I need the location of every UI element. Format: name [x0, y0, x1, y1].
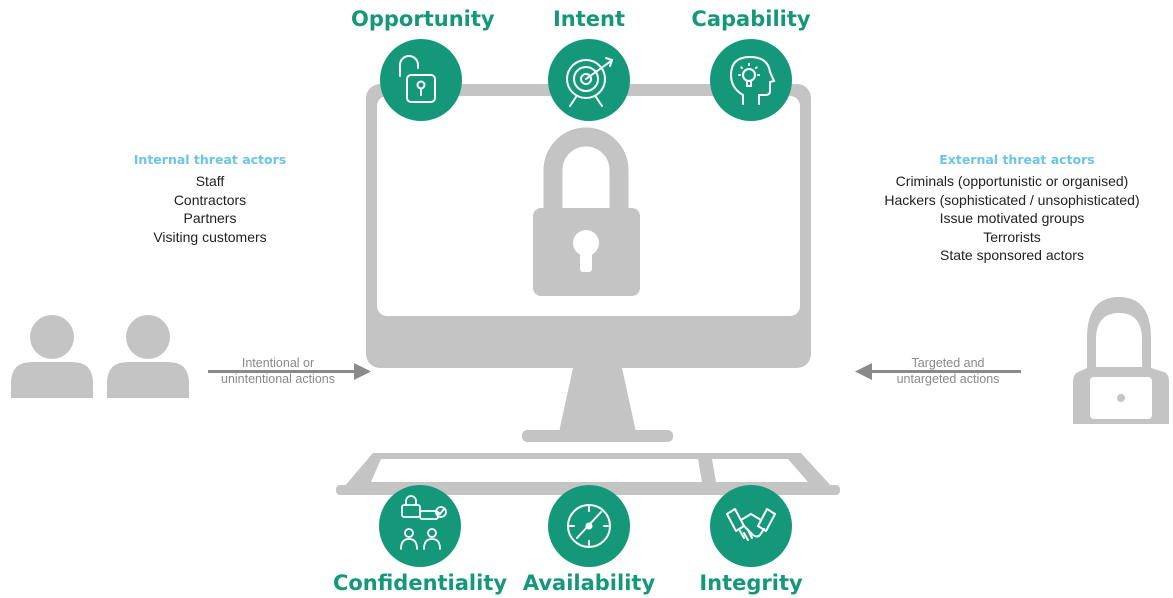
- external-action-label-line2: untargeted actions: [896, 372, 1000, 386]
- availability-icon-badge: [548, 485, 630, 567]
- integrity-icon-badge: [710, 485, 792, 567]
- confidentiality-heading: Confidentiality: [332, 571, 508, 595]
- target-arrow-icon: [566, 57, 614, 107]
- external-actors-title: External threat actors: [939, 152, 1095, 167]
- external-action-arrow: [855, 363, 1021, 380]
- intent-icon-badge: [548, 39, 630, 121]
- external-actor-item: Terrorists: [983, 228, 1041, 245]
- opportunity-icon-badge: [380, 39, 462, 121]
- internal-actor-item: Staff: [195, 173, 225, 189]
- external-actor-item: Issue motivated groups: [939, 210, 1085, 226]
- head-lightbulb-icon: [729, 55, 776, 105]
- internal-action-label-line2: unintentional actions: [221, 372, 335, 386]
- internal-action-label: Intentional or unintentional actions: [198, 355, 358, 387]
- external-actors-list: Criminals (opportunistic or organised) H…: [852, 172, 1172, 265]
- internal-action-arrow: [208, 363, 371, 380]
- external-action-label-line1: Targeted and: [911, 356, 985, 370]
- internal-actor-item: Contractors: [173, 191, 247, 208]
- internal-actor-item: Partners: [183, 210, 237, 226]
- hacker-icon: [1073, 297, 1169, 424]
- monitor-stand: [522, 368, 673, 442]
- internal-action-label-line1: Intentional or: [241, 356, 315, 370]
- capability-heading: Capability: [691, 7, 811, 31]
- internal-actors-people-icon: [11, 315, 189, 398]
- capability-icon-badge: [710, 39, 792, 121]
- padlock-icon: [533, 127, 640, 296]
- intent-heading: Intent: [552, 7, 626, 31]
- external-actor-item: Hackers (sophisticated / unsophisticated…: [884, 191, 1140, 208]
- external-actor-item: State sponsored actors: [940, 247, 1084, 263]
- external-actor-item: Criminals (opportunistic or organised): [895, 173, 1129, 189]
- internal-actors-list: Staff Contractors Partners Visiting cust…: [110, 172, 310, 246]
- clock-icon: [567, 504, 611, 548]
- opportunity-heading: Opportunity: [351, 7, 495, 31]
- integrity-heading: Integrity: [699, 571, 803, 595]
- availability-heading: Availability: [522, 571, 656, 595]
- internal-actor-item: Visiting customers: [153, 228, 267, 245]
- confidentiality-icon-badge: [379, 485, 461, 567]
- open-padlock-icon: [399, 55, 436, 103]
- secure-communication-icon: [400, 495, 447, 550]
- external-action-label: Targeted and untargeted actions: [868, 355, 1028, 387]
- internal-actors-title: Internal threat actors: [133, 152, 287, 167]
- handshake-icon: [726, 508, 776, 541]
